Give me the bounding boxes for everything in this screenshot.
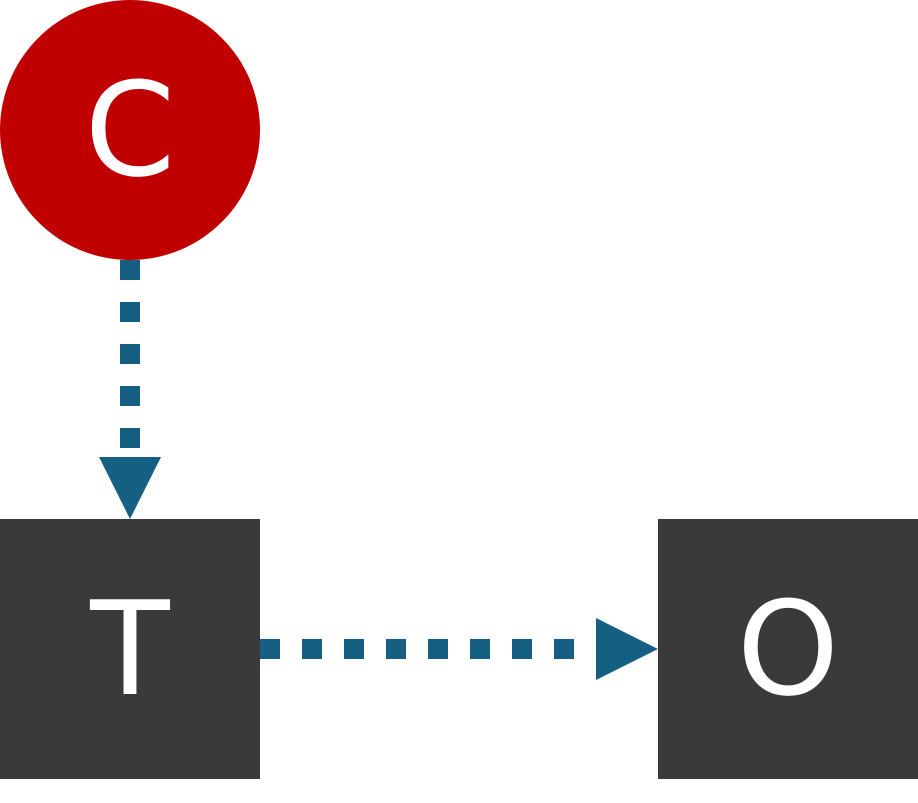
node-c-label: C	[84, 54, 176, 206]
node-t[interactable]: T	[0, 519, 260, 779]
node-c[interactable]: C	[0, 0, 260, 260]
node-o[interactable]: O	[658, 519, 918, 779]
edge-c-to-t	[99, 260, 161, 519]
node-t-label: T	[90, 573, 170, 725]
edge-t-to-o-arrowhead	[596, 618, 658, 680]
edge-t-to-o	[260, 618, 658, 680]
edge-c-to-t-arrowhead	[99, 457, 161, 519]
node-o-label: O	[736, 573, 840, 725]
